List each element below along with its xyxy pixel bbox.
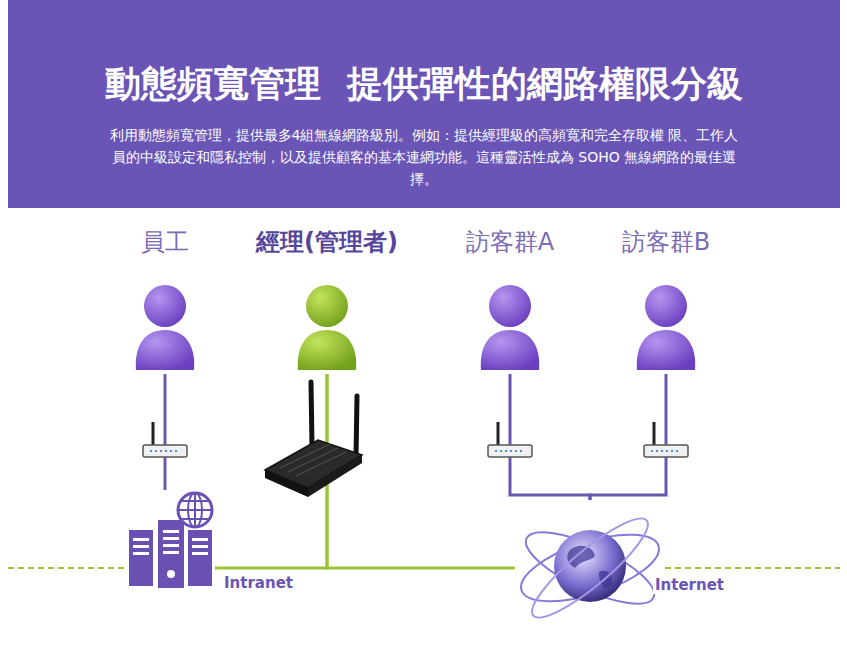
person-node: 訪客群B bbox=[607, 226, 725, 374]
network-dash bbox=[665, 567, 840, 569]
network-dash bbox=[8, 567, 125, 569]
person-node: 訪客群A bbox=[451, 226, 569, 374]
network-link bbox=[510, 374, 590, 500]
person-node: 經理(管理者) bbox=[238, 226, 416, 374]
network-link bbox=[590, 374, 666, 500]
person-icon bbox=[631, 284, 701, 372]
router-large bbox=[265, 382, 362, 497]
person-label: 員工 bbox=[111, 226, 219, 258]
network-link bbox=[164, 374, 167, 490]
person-label: 訪客群B bbox=[607, 226, 725, 258]
diagram-caption: 利用動態頻寬管理，提供最多4組無線網路級別。例如 : 提供經理級的高頻寬和完全存… bbox=[108, 124, 740, 190]
server-icon bbox=[125, 490, 215, 592]
globe-node: Internet bbox=[515, 500, 665, 630]
network-link bbox=[327, 374, 515, 568]
router-small bbox=[143, 422, 187, 457]
server-node: Intranet bbox=[125, 490, 215, 592]
router-small bbox=[644, 422, 688, 457]
diagram-title: 動態頻寬管理 提供彈性的網路權限分級 bbox=[8, 62, 840, 106]
router-small bbox=[488, 422, 532, 457]
person-icon bbox=[130, 284, 200, 372]
person-icon bbox=[475, 284, 545, 372]
person-icon bbox=[292, 284, 362, 372]
person-node: 員工 bbox=[111, 226, 219, 374]
network-label: Intranet bbox=[222, 574, 295, 592]
network-label: Internet bbox=[653, 576, 726, 594]
person-label: 經理(管理者) bbox=[238, 226, 416, 258]
person-label: 訪客群A bbox=[451, 226, 569, 258]
globe-icon bbox=[515, 500, 665, 630]
